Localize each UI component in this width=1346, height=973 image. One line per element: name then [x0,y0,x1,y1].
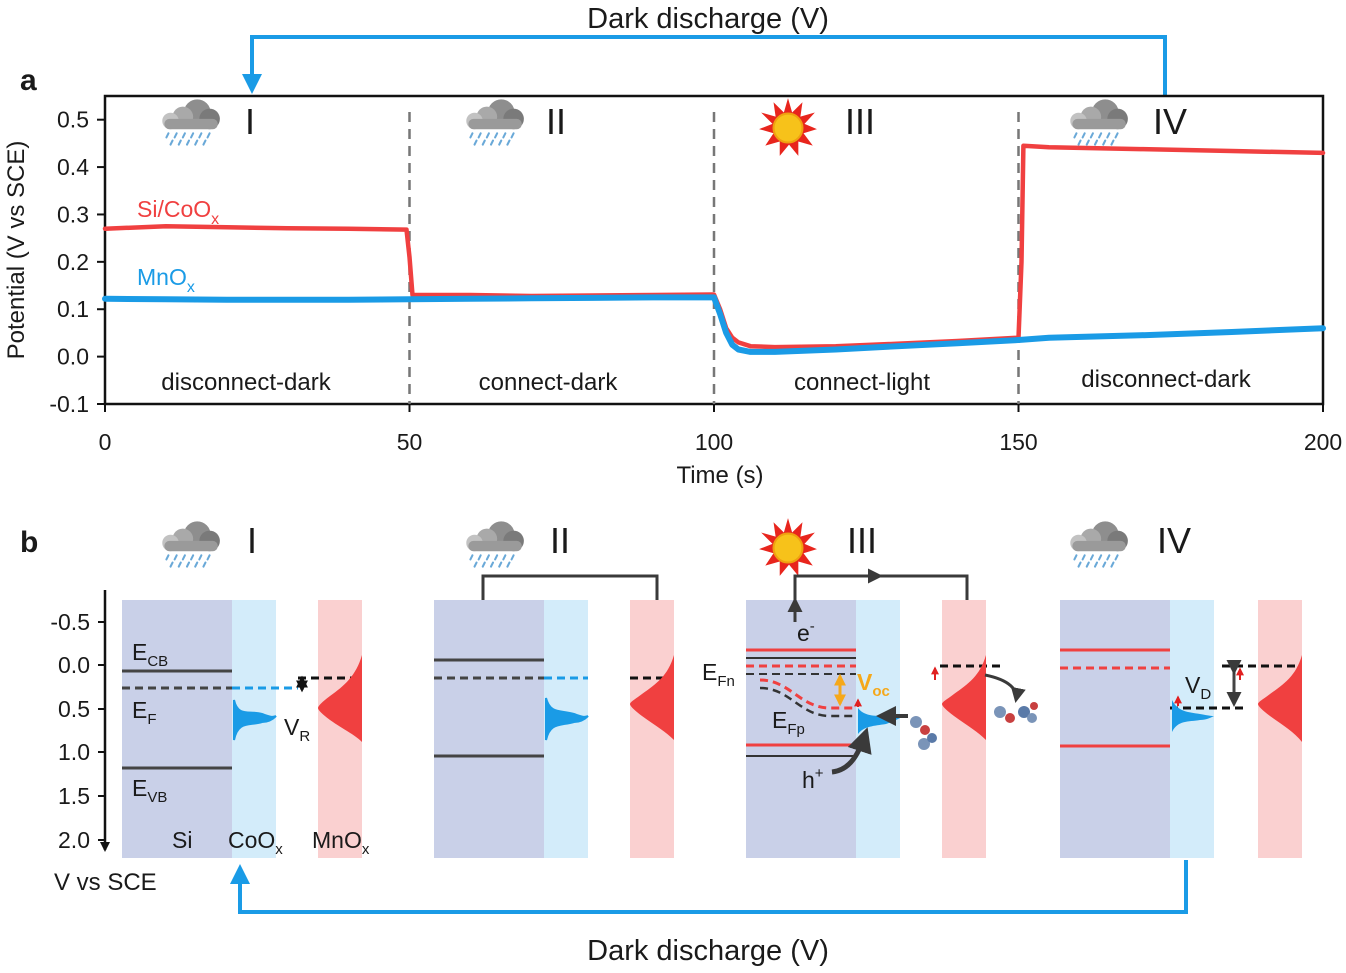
mnox-dos-shape [942,655,986,740]
energy-axis-unit: V vs SCE [54,869,157,896]
scheme-numeral: II [550,520,570,561]
coox-dos-shape [545,697,589,741]
energy-tick-label: 0.0 [58,652,90,678]
coox-label: CoOx [228,827,283,858]
circuit-wire [481,574,659,600]
mnox-dos-shape [1258,655,1302,742]
series-label-sicoox: Si/CoOx [137,196,219,228]
si-block [746,600,856,858]
si-block [122,600,232,858]
energy-tick-label: -0.5 [50,609,90,635]
x-tick-label: 200 [1304,429,1342,455]
scheme-4: VD [1060,600,1302,858]
coox-block [1170,600,1214,858]
x-tick-label: 150 [999,429,1037,455]
mnox-dos-shape [318,655,362,742]
coox-dos-shape [233,699,277,741]
y-tick-label: 0.2 [57,249,89,275]
electron-label: e- [797,618,815,646]
vd-label: VD [1185,672,1211,703]
condition-label: connect-light [794,369,930,396]
condition-labels: disconnect-dark connect-dark connect-lig… [161,366,1251,396]
scheme-3: e- EFn EFp Voc h+ [702,568,1038,858]
condition-label: disconnect-dark [161,369,331,396]
bottom-discharge-caption: Dark discharge (V) [587,935,829,967]
coox-dos-shape [1172,700,1214,732]
condition-label: connect-dark [479,369,619,396]
hole-arrow [831,727,872,775]
hole-label: h+ [802,765,824,793]
rain-cloud-icon [1069,98,1129,146]
region-numeral: IV [1153,101,1187,142]
series-line-mnox [102,294,1326,355]
panel-a-headers: I II III IV [161,97,1187,157]
quasi-fermi-p-line-dark [759,686,856,718]
energy-axis-ticks: -0.5 0.0 0.5 1.0 1.5 2.0 [50,609,105,853]
efn-label: EFn [702,659,735,690]
energy-tick-label: 2.0 [58,827,90,853]
top-discharge-arrow [242,35,1167,95]
condition-label: disconnect-dark [1081,366,1251,393]
y-tick-label: 0.0 [57,344,89,370]
scheme-numeral: I [247,520,257,561]
rain-cloud-icon [161,98,221,146]
ecb-label: ECB [132,639,168,670]
mnox-dos-shape [630,655,674,740]
efp-label: EFp [772,707,805,738]
y-tick-label: 0.3 [57,201,89,227]
ef-label: EF [132,697,157,728]
panel-a-series [102,143,1326,355]
rain-cloud-icon [465,520,525,568]
vr-label: VR [284,714,310,745]
scheme-1: ECB EF EVB VR Si CoOx MnOx [122,600,370,858]
panel-b-label: b [20,526,38,559]
si-label: Si [172,827,192,853]
energy-tick-label: 0.5 [58,696,90,722]
scheme-numeral: IV [1157,520,1191,561]
top-discharge-caption: Dark discharge (V) [587,3,829,35]
molecule-group [910,702,1038,750]
x-tick-label: 0 [99,429,112,455]
y-axis-label: Potential (V vs SCE) [3,141,30,360]
panel-a-axes: 0 50 100 150 200 -0.1 0.0 0.1 0.2 0.3 0.4 0.5 [49,107,1342,455]
region-numeral: II [546,101,566,142]
series-label-mnox: MnOx [137,264,195,296]
voc-label: Voc [857,669,890,700]
scheme-numeral: III [847,520,877,561]
energy-tick-label: 1.0 [58,739,90,765]
energy-tick-label: 1.5 [58,783,90,809]
rain-cloud-icon [161,520,221,568]
y-tick-label: 0.1 [57,296,89,322]
rain-cloud-icon [1069,520,1129,568]
evb-label: EVB [132,775,167,806]
sun-icon [758,97,818,157]
si-block [1060,600,1170,858]
rain-cloud-icon [465,98,525,146]
quasi-fermi-p-line [759,678,856,710]
x-axis-label: Time (s) [676,462,763,489]
panel-b-headers: I II III IV [161,517,1191,577]
sun-icon [758,517,818,577]
y-tick-label: 0.5 [57,107,89,133]
x-tick-label: 100 [695,429,733,455]
si-block [434,600,544,858]
y-tick-label: -0.1 [49,391,89,417]
region-numeral: III [845,101,875,142]
x-tick-label: 50 [397,429,423,455]
phase-boundaries [408,112,1020,404]
mnox-label: MnOx [312,827,370,858]
y-tick-label: 0.4 [57,154,89,180]
region-numeral: I [245,101,255,142]
bottom-discharge-arrow [230,860,1188,914]
oxidation-arrow [984,673,1026,703]
panel-a-label: a [20,64,37,97]
scheme-2 [434,574,674,858]
circuit-wire [793,574,969,600]
